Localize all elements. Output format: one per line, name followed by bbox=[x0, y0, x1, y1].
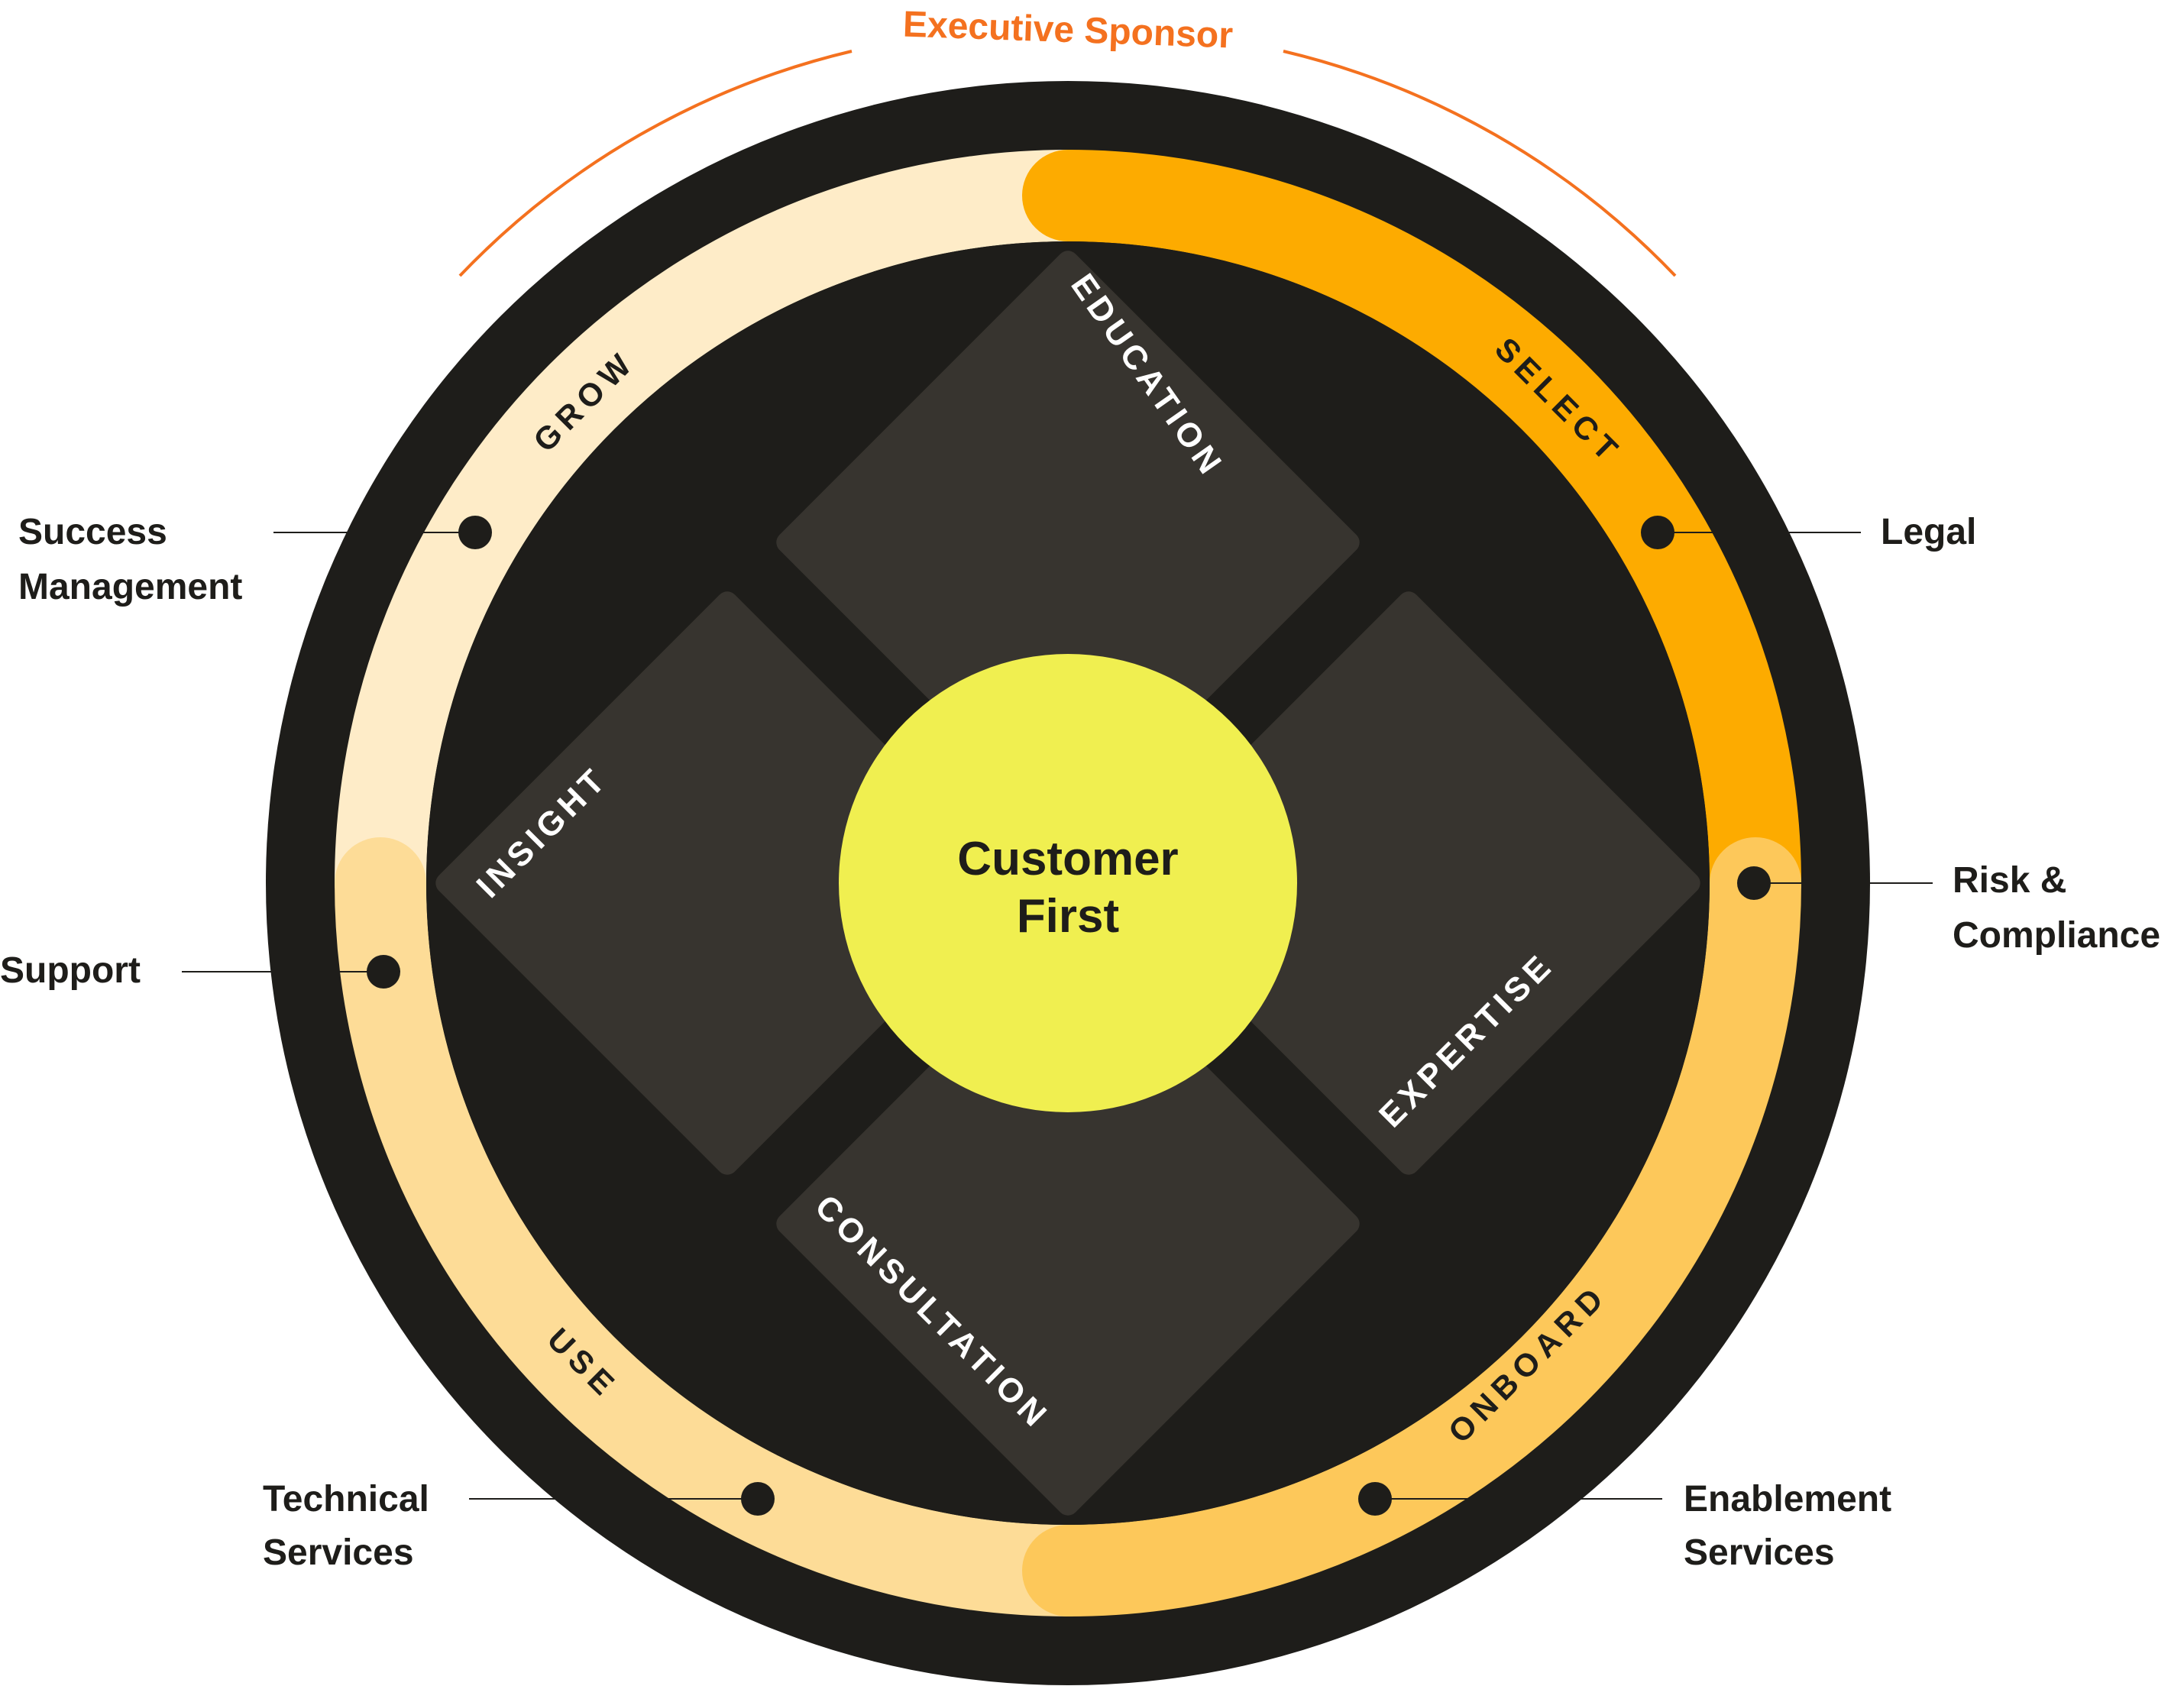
callout-dot-legal bbox=[1641, 516, 1674, 549]
callout-dot-risk bbox=[1737, 866, 1771, 900]
callout-dot-technical bbox=[741, 1482, 775, 1516]
center-title-line2: First bbox=[1017, 890, 1119, 943]
callout-dot-enablement bbox=[1358, 1482, 1392, 1516]
callout-lines bbox=[182, 532, 1933, 1500]
sponsor-label: Executive Sponsor bbox=[902, 4, 1234, 56]
stage-cap-onboard bbox=[1022, 1525, 1114, 1616]
sponsor-arc-left bbox=[458, 50, 853, 277]
callout-label-success-line1: Success bbox=[18, 512, 167, 552]
callout-label-enablement-line1: Enablement bbox=[1684, 1479, 1891, 1519]
pillar-consultation-shape bbox=[776, 932, 1360, 1516]
stage-arc-use bbox=[335, 882, 1069, 1616]
callout-dot-success bbox=[458, 516, 492, 549]
stage-cap-select bbox=[1022, 150, 1114, 241]
pillar-diamonds bbox=[435, 251, 1700, 1516]
callout-label-technical-line2: Services bbox=[263, 1532, 414, 1573]
stage-arc-onboard bbox=[1067, 882, 1801, 1616]
callout-label-success-line2: Management bbox=[18, 567, 242, 607]
stage-arc-grow bbox=[335, 150, 1069, 884]
callout-label-enablement-line2: Services bbox=[1684, 1532, 1835, 1573]
callout-dots bbox=[367, 516, 1771, 1516]
pillar-expertise-shape bbox=[1117, 591, 1700, 1175]
center-circle bbox=[839, 654, 1297, 1112]
callout-label-risk-line2: Compliance bbox=[1953, 915, 2160, 956]
stage-cap-use bbox=[335, 837, 426, 929]
stage-ring bbox=[335, 150, 1801, 1616]
pillar-insight-shape bbox=[435, 591, 1019, 1175]
callout-label-support: Support bbox=[0, 950, 141, 991]
callout-label-legal: Legal bbox=[1881, 512, 1976, 552]
center-title-line1: Customer bbox=[957, 833, 1178, 885]
callout-dot-support bbox=[367, 955, 400, 989]
stage-arc-select bbox=[1067, 150, 1801, 884]
sponsor-arc-right bbox=[1283, 50, 1677, 277]
callout-label-risk-line1: Risk & bbox=[1953, 860, 2066, 901]
pillar-education-shape bbox=[776, 251, 1360, 834]
callout-label-technical-line1: Technical bbox=[263, 1479, 429, 1519]
